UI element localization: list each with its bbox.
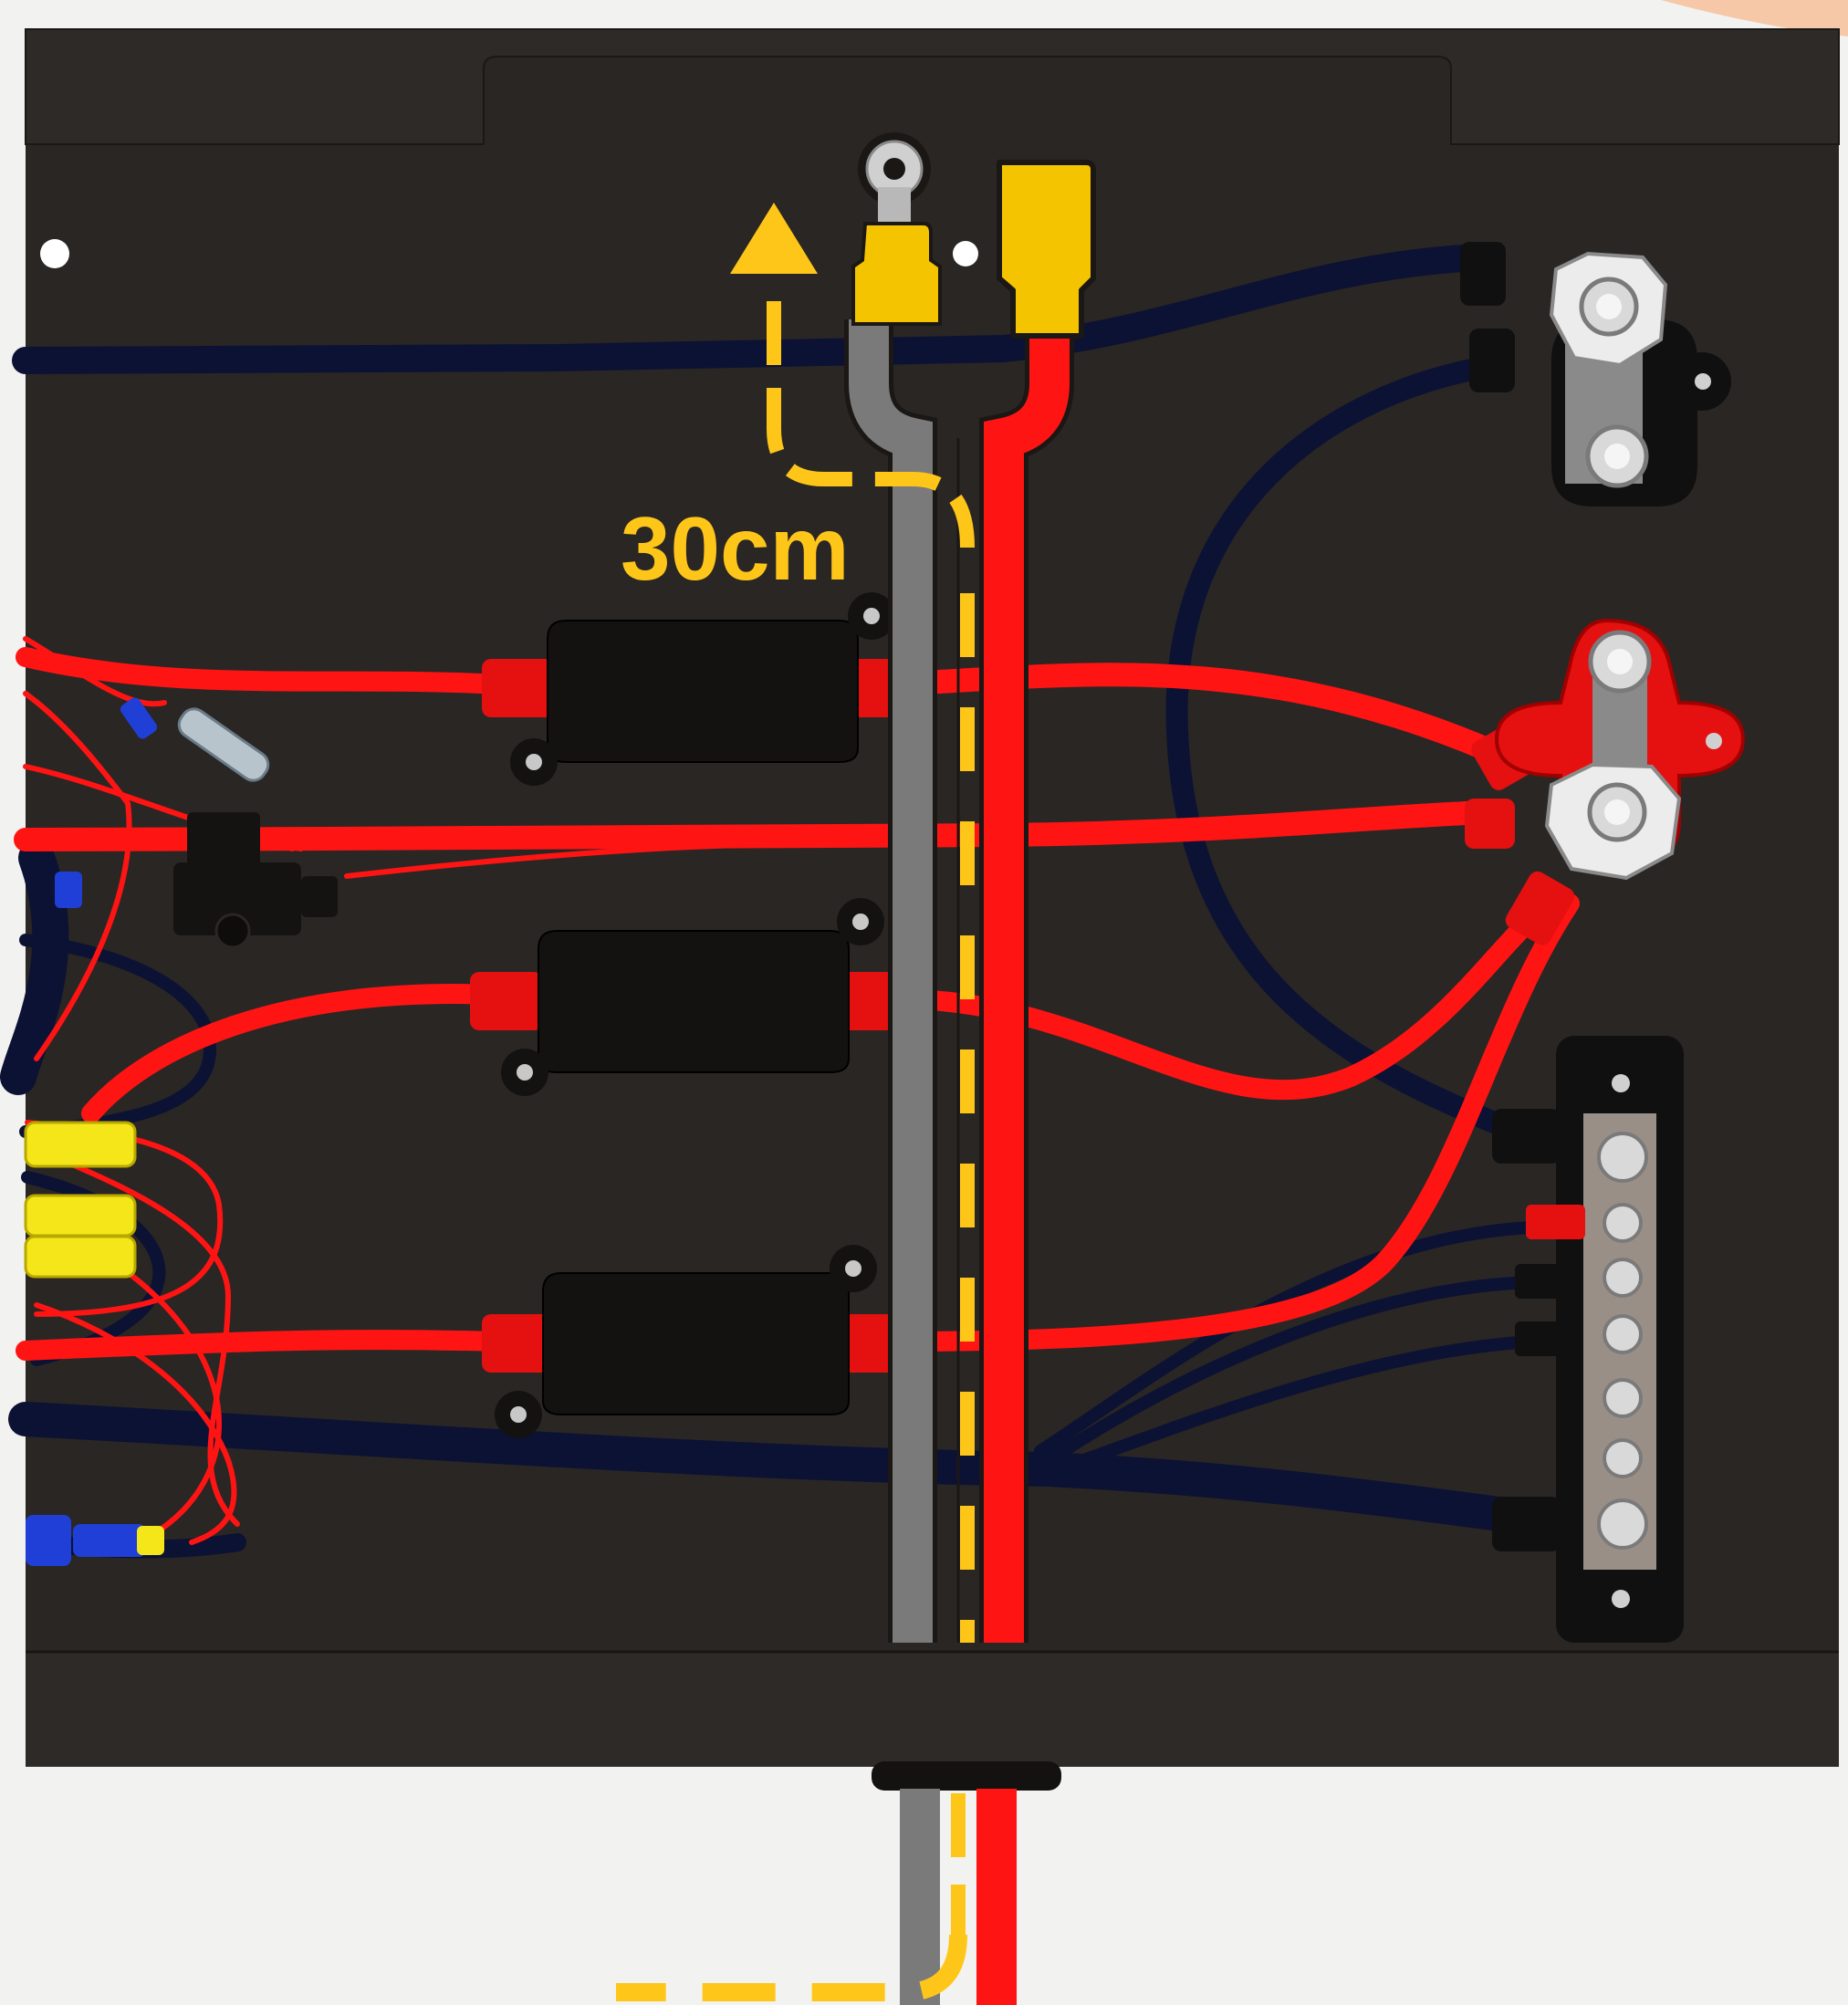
blue-crimp-connector (120, 697, 270, 782)
negative-terminal-post (1460, 242, 1731, 506)
ground-lead (844, 319, 940, 2005)
fuse-holder-1 (482, 592, 911, 786)
corner-accent (1661, 0, 1848, 37)
arrow-up-icon (730, 203, 818, 274)
ring-terminal (851, 132, 942, 326)
fuse-holder-3 (482, 1245, 908, 1438)
spade-terminal (997, 160, 1096, 339)
positive-lead (976, 329, 1074, 2005)
positive-terminal-post (1465, 618, 1746, 945)
busbar-screws (1597, 1132, 1648, 1550)
inline-relay (173, 812, 338, 949)
crimp-connectors (24, 697, 270, 1566)
negative-busbar (1492, 1036, 1684, 1643)
route-marker (616, 301, 975, 2001)
measurement-label: 30cm (621, 498, 850, 599)
